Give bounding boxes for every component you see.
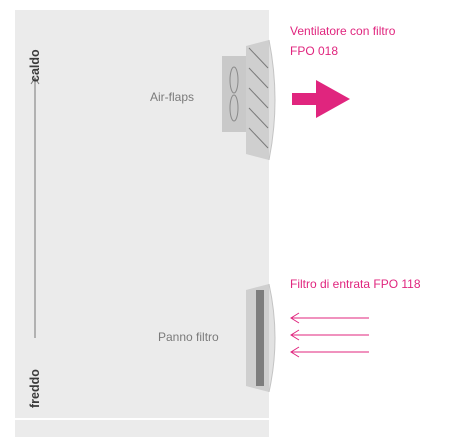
outlet-filter-callout-line2: FPO 018 — [290, 44, 339, 58]
filter-cloth-label: Panno filtro — [158, 330, 219, 344]
inlet-filter-callout: Filtro di entrata FPO 118 — [290, 277, 421, 291]
fan-icon — [229, 66, 239, 122]
fan-label: Air-flaps — [150, 90, 195, 104]
axis-top-label: caldo — [28, 49, 42, 82]
temperature-axis — [30, 77, 40, 338]
outlet-filter-callout: Ventilatore con filtro FPO 018 — [290, 21, 395, 61]
outlet-fan-filter — [222, 39, 276, 161]
axis-bottom-label: freddo — [28, 369, 42, 408]
axis-arrowhead-icon — [30, 77, 40, 85]
cabinet-base — [15, 420, 269, 437]
outflow-arrow-icon — [292, 80, 350, 118]
inlet-filter-unit — [246, 283, 276, 393]
fan-housing — [222, 56, 246, 132]
outlet-filter-callout-line1: Ventilatore con filtro — [290, 24, 396, 38]
inflow-arrow-icon — [290, 312, 369, 358]
filter-cloth — [256, 290, 264, 386]
